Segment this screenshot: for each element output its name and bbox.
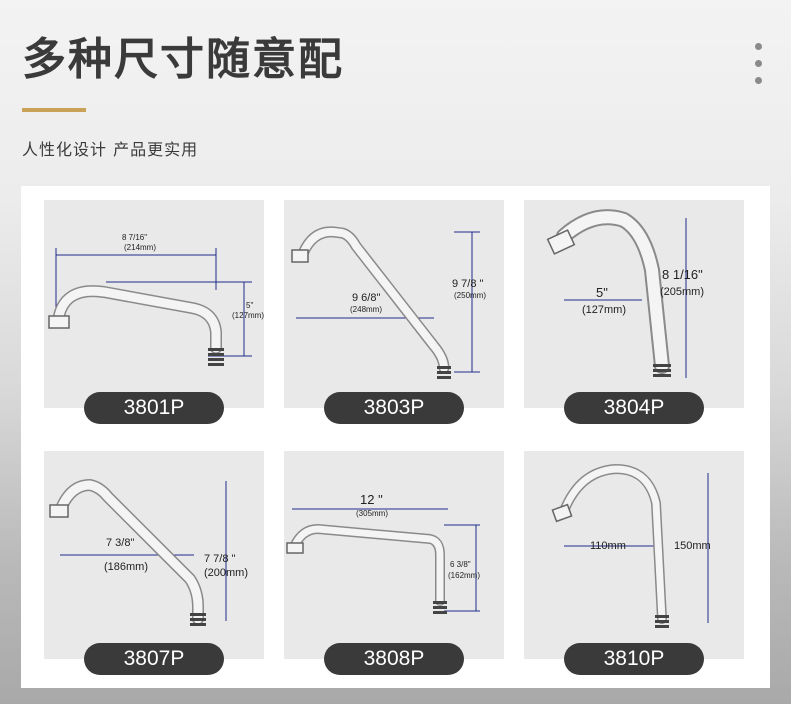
model-label-3808p: 3808P bbox=[324, 643, 464, 675]
dimension-label: 150mm bbox=[674, 540, 711, 552]
faucet-3810p-drawing bbox=[551, 463, 709, 628]
dimension-label: (214mm) bbox=[124, 243, 157, 252]
product-card-3803p[interactable]: 9 6/8" (248mm) 9 7/8 " (250mm) 3803P bbox=[284, 200, 504, 424]
dimension-label: (305mm) bbox=[356, 509, 389, 518]
faucet-3803p-drawing bbox=[291, 226, 480, 379]
dimension-label: 7 3/8" bbox=[106, 537, 135, 549]
faucet-3804p-drawing bbox=[546, 209, 687, 378]
product-card-3808p[interactable]: 12 " (305mm) 6 3/8" (162mm) 3808P bbox=[284, 451, 504, 675]
dimension-label: (205mm) bbox=[660, 286, 705, 298]
product-card-3807p[interactable]: 7 3/8" (186mm) 7 7/8 " (200mm) 3807P bbox=[44, 451, 264, 675]
product-panel: 8 7/16" (214mm) 5" (127mm) 3801P 9 6/8" … bbox=[21, 186, 770, 688]
product-card-3810p[interactable]: 110mm 150mm 3810P bbox=[524, 451, 744, 675]
more-icon-dot bbox=[755, 77, 762, 84]
dimension-label: 5" bbox=[596, 285, 608, 300]
dimension-label: (200mm) bbox=[204, 567, 249, 579]
dimension-label: 110mm bbox=[590, 540, 626, 552]
dimension-label: (248mm) bbox=[350, 305, 383, 314]
dimension-label: (250mm) bbox=[454, 291, 487, 300]
faucet-3808p-drawing bbox=[286, 508, 480, 614]
model-label-3804p: 3804P bbox=[564, 392, 704, 424]
product-card-3801p[interactable]: 8 7/16" (214mm) 5" (127mm) 3801P bbox=[44, 200, 265, 424]
dimension-label: 8 1/16" bbox=[662, 267, 703, 282]
dimension-label: 12 " bbox=[360, 492, 383, 507]
dimension-label: (127mm) bbox=[582, 304, 627, 316]
page-subtitle: 人性化设计 产品更实用 bbox=[22, 140, 199, 159]
dimension-label: (162mm) bbox=[448, 571, 481, 580]
dimension-label: 5" bbox=[246, 301, 254, 310]
product-card-3804p[interactable]: 5" (127mm) 8 1/16" (205mm) 3804P bbox=[524, 200, 744, 424]
model-label-3803p: 3803P bbox=[324, 392, 464, 424]
more-icon-dot bbox=[755, 60, 762, 67]
more-icon[interactable] bbox=[755, 43, 765, 94]
dimension-label: 9 6/8" bbox=[352, 292, 381, 304]
title-underline bbox=[22, 108, 86, 112]
model-label-3801p: 3801P bbox=[84, 392, 224, 424]
more-icon-dot bbox=[755, 43, 762, 50]
dimension-label: 7 7/8 " bbox=[204, 553, 236, 565]
model-label-3810p: 3810P bbox=[564, 643, 704, 675]
dimension-label: (127mm) bbox=[232, 311, 265, 320]
dimension-label: (186mm) bbox=[104, 561, 149, 573]
dimension-label: 9 7/8 " bbox=[452, 278, 484, 290]
dimension-label: 6 3/8" bbox=[450, 560, 471, 569]
model-label-3807p: 3807P bbox=[84, 643, 224, 675]
page-title: 多种尺寸随意配 bbox=[22, 34, 344, 85]
faucet-3807p-drawing bbox=[49, 478, 227, 626]
dimension-label: 8 7/16" bbox=[122, 233, 148, 242]
faucet-3801p-drawing bbox=[48, 248, 252, 366]
